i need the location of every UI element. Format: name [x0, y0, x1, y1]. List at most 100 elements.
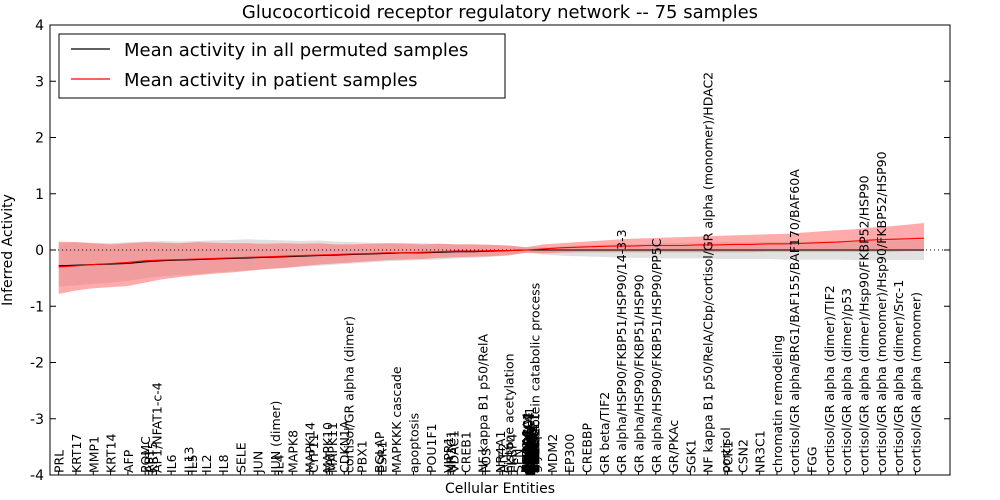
y-tick-label: 1 [35, 187, 44, 203]
x-tick-label: cortisol/GR alpha (dimer)/Hsp90/FKBP52/H… [857, 175, 872, 473]
x-tick-label: NR4A1 [493, 431, 508, 474]
x-tick-label-stacked: HSP90AA1 [522, 407, 537, 473]
x-tick-label: cortisol/GR alpha (dimer)/p53 [839, 288, 854, 473]
x-tick-label: ESR1 [374, 440, 389, 472]
x-tick-label: KRT17 [69, 434, 84, 474]
x-tick-label: cortisol/GR alpha (dimer)/Src-1 [891, 280, 906, 473]
x-tick-label: POU1F1 [424, 423, 439, 473]
x-tick-label-stacked: RELA [523, 440, 538, 473]
x-tick-label-stacked: YWHAH [523, 426, 538, 474]
x-tick-label-stacked: PRKACA [521, 423, 536, 473]
x-tick-label: glycoprotein catabolic process [528, 283, 543, 473]
x-tick-label: CYP11 [306, 433, 321, 473]
y-tick-label: -3 [30, 412, 44, 428]
x-tick-label: NR3C1 [444, 430, 459, 473]
x-tick-label: CREB1 [458, 431, 473, 473]
y-tick-label: 2 [35, 131, 44, 147]
x-tick-label-stacked: IFNG [525, 443, 540, 473]
x-tick-label: MAPK11 [325, 422, 340, 473]
x-tick-label: GR alpha/HSP90/FKBP51/HSP90/14-3-3 [614, 229, 629, 473]
x-tick-label: ATF2 [496, 443, 511, 473]
x-tick-label-stacked: STAT5A [524, 426, 539, 473]
legend-label-permuted: Mean activity in all permuted samples [124, 40, 468, 61]
x-tick-label: POMC [138, 436, 153, 473]
x-tick-label: MMP1 [86, 436, 101, 473]
x-tick-label-stacked: AGT [526, 447, 541, 473]
y-tick-label: -2 [30, 356, 44, 372]
x-tick-label-stacked: TNF [525, 449, 540, 474]
x-tick-label: cortisol/GR alpha (dimer) [342, 316, 357, 473]
x-tick-label-stacked: SMARCA4 [520, 412, 535, 473]
x-tick-label: GR beta/TIF2 [597, 392, 612, 473]
x-tick-label: AFP [121, 449, 136, 473]
y-axis-label: Inferred Activity [0, 194, 16, 306]
x-tick-label: cortisol/GR alpha (monomer) [908, 292, 923, 473]
x-tick-label: GR alpha/HSP90/FKBP51/HSP90 [632, 274, 647, 473]
x-tick-label: SELE [233, 442, 248, 473]
x-tick-label-stacked: SRC [522, 448, 537, 473]
x-tick-label-stacked: CSF2 [526, 441, 541, 473]
legend-label-patient: Mean activity in patient samples [124, 70, 418, 91]
x-tick-label-stacked: STAT5B [524, 427, 539, 473]
x-tick-label: BGLAP [372, 431, 387, 473]
x-tick-label: IL6 [164, 454, 179, 473]
x-tick-label: apoptosis [407, 413, 422, 473]
x-tick-label: IL4 [272, 454, 287, 473]
x-tick-label: JUN [251, 451, 266, 474]
x-tick-label-stacked: TP53 [522, 442, 537, 474]
x-tick-label-stacked: SMARCD1 [521, 411, 536, 473]
x-tick-label-stacked: IL1B [525, 446, 540, 473]
x-tick-label: MAPKKK cascade [389, 366, 404, 473]
x-tick-label: AP1/NFAT1-c-4 [149, 382, 164, 473]
x-tick-label-stacked: ICAM1 [523, 433, 538, 473]
x-tick-label: EP300 [562, 434, 577, 473]
x-tick-label: histone acetylation [502, 353, 517, 473]
x-tick-label-stacked: PPP5C [523, 433, 538, 473]
x-tick-label-stacked: ESR1 [519, 441, 534, 473]
legend-box [58, 33, 506, 99]
x-tick-label: MAPK14 [303, 422, 318, 473]
y-tick-label: -1 [30, 299, 44, 315]
x-tick-label-stacked: NCOA1 [519, 429, 534, 473]
x-tick-label: FGG [805, 446, 820, 473]
x-tick-label: CREBBP [580, 422, 595, 472]
x-tick-label: JUN (dimer) [268, 401, 283, 474]
x-tick-label: MDM2 [545, 434, 560, 473]
x-tick-label-stacked: FKBP5 [522, 434, 537, 473]
x-tick-label: TAT [323, 451, 338, 474]
x-tick-label: NR3C1 [753, 430, 768, 473]
x-tick-label: PRL [52, 450, 67, 473]
x-tick-label-stacked: NR1I3 [528, 435, 543, 473]
y-tick-label: 3 [35, 74, 44, 90]
x-tick-label-stacked: CCL2 [526, 441, 541, 473]
x-tick-label: MAPK10 [320, 422, 335, 473]
x-tick-label: KRT14 [104, 433, 119, 473]
x-tick-label: VIPR1 [441, 437, 456, 473]
x-tick-label: cortisol/GR alpha/BRG1/BAF155/BAF170/BAF… [787, 169, 802, 473]
y-tick-label: 0 [35, 243, 44, 259]
x-tick-label-stacked: TBP [524, 449, 539, 474]
x-tick-label: AP1 [142, 449, 157, 473]
plot-frame [49, 24, 951, 476]
x-tick-label-stacked: CYP3A4 [527, 425, 542, 473]
chart-title: Glucocorticoid receptor regulatory netwo… [242, 2, 758, 23]
x-tick-label-stacked: NCOA2 [520, 429, 535, 473]
x-tick-label: IL8 [216, 454, 231, 473]
band-patient [58, 223, 924, 294]
series-line-patient [58, 237, 925, 268]
x-tick-label-stacked: SPP1 [526, 442, 541, 473]
x-tick-label-stacked: SUMO2 [527, 427, 542, 473]
x-tick-label-stacked: SMARCC2 [520, 412, 535, 473]
x-tick-label: cortisol [718, 427, 733, 473]
x-tick-label: CSN2 [735, 439, 750, 473]
x-tick-label: PCK1 [721, 441, 736, 473]
x-tick-label: cortisol/GR alpha (monomer)/Hsp90/FKBP52… [874, 151, 889, 473]
x-tick-label: SFN [510, 449, 525, 473]
x-axis-label: Cellular Entities [445, 481, 555, 497]
x-tick-label: GR alpha/HSP90/FKBP51/HSP90/PP5C [649, 238, 664, 473]
x-tick-label: chromatin remodeling [770, 335, 785, 473]
x-tick-label: IL5 [185, 454, 200, 473]
x-tick-label: MAPK8 [285, 430, 300, 473]
